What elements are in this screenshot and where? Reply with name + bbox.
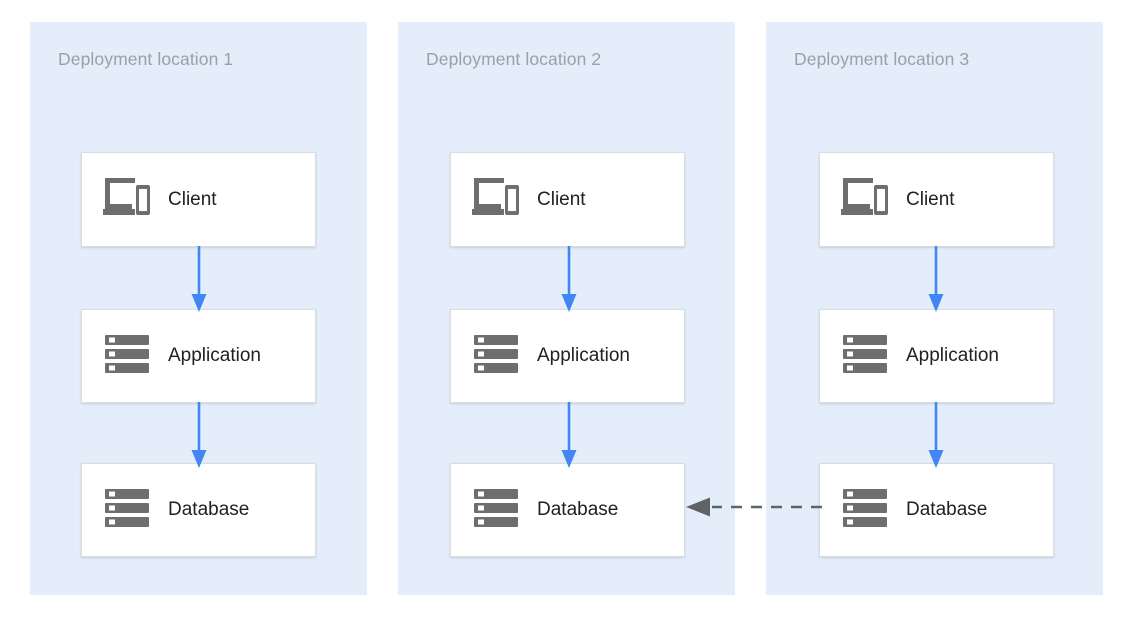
node-client-2[interactable]: Client bbox=[450, 152, 685, 247]
zone-2-title: Deployment location 2 bbox=[426, 49, 602, 69]
node-client-1[interactable]: Client bbox=[81, 152, 316, 247]
node-database-1[interactable]: Database bbox=[81, 463, 316, 557]
node-database-3[interactable]: Database bbox=[819, 463, 1054, 557]
server-icon bbox=[843, 486, 887, 535]
connector-client2-application2 bbox=[557, 246, 581, 312]
connector-database3-database2-replication bbox=[686, 495, 822, 519]
zone-1-title: Deployment location 1 bbox=[58, 49, 234, 69]
node-application-1-label: Application bbox=[168, 345, 261, 366]
server-icon bbox=[105, 486, 149, 535]
connector-application2-database2 bbox=[557, 402, 581, 468]
server-icon bbox=[105, 332, 149, 381]
node-client-1-label: Client bbox=[168, 188, 217, 210]
node-application-3-label: Application bbox=[906, 345, 999, 366]
node-application-2[interactable]: Application bbox=[450, 309, 685, 403]
server-icon bbox=[474, 486, 518, 535]
devices-icon bbox=[103, 176, 151, 223]
node-client-3[interactable]: Client bbox=[819, 152, 1054, 247]
node-database-2-label: Database bbox=[537, 499, 619, 520]
node-database-2[interactable]: Database bbox=[450, 463, 685, 557]
node-application-1[interactable]: Application bbox=[81, 309, 316, 403]
connector-application1-database1 bbox=[187, 402, 211, 468]
node-client-2-label: Client bbox=[537, 188, 586, 210]
zone-3-title: Deployment location 3 bbox=[794, 49, 970, 69]
node-database-1-label: Database bbox=[168, 499, 250, 520]
devices-icon bbox=[841, 176, 889, 223]
node-application-2-label: Application bbox=[537, 345, 630, 366]
node-application-3[interactable]: Application bbox=[819, 309, 1054, 403]
connector-application3-database3 bbox=[924, 402, 948, 468]
server-icon bbox=[474, 332, 518, 381]
node-database-3-label: Database bbox=[906, 499, 988, 520]
server-icon bbox=[843, 332, 887, 381]
connector-client1-application1 bbox=[187, 246, 211, 312]
node-client-3-label: Client bbox=[906, 188, 955, 210]
devices-icon bbox=[472, 176, 520, 223]
connector-client3-application3 bbox=[924, 246, 948, 312]
